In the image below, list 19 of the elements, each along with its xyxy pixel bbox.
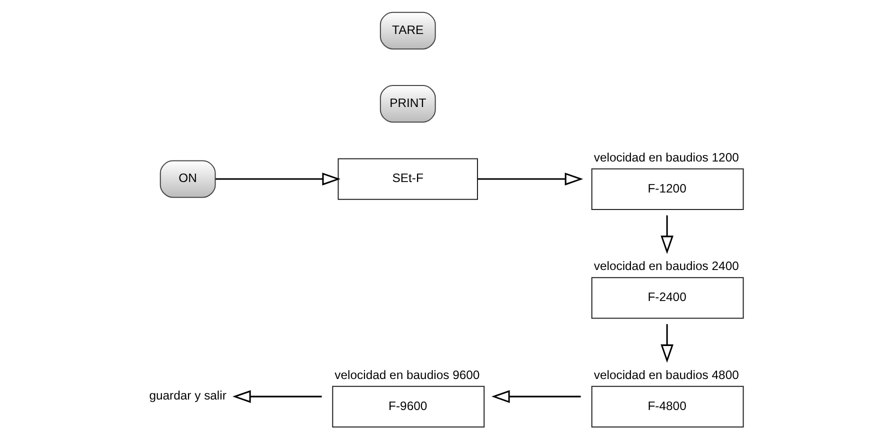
- node-box: PRINT: [380, 85, 436, 123]
- node-label: velocidad en baudios 4800: [594, 368, 739, 382]
- node-box: ON: [160, 160, 216, 198]
- arrow: [232, 390, 322, 403]
- node-box: TARE: [380, 12, 436, 50]
- node-box: SEt-F: [338, 158, 478, 200]
- node-box: F-9600: [332, 386, 485, 428]
- node-text: guardar y salir: [149, 388, 226, 403]
- arrow: [216, 172, 341, 186]
- arrow: [491, 390, 581, 403]
- node-box: F-2400: [591, 277, 744, 319]
- node-label: velocidad en baudios 9600: [334, 368, 480, 382]
- node-box: F-1200: [591, 168, 744, 210]
- arrow: [660, 215, 674, 254]
- node-label: velocidad en baudios 2400: [594, 259, 739, 274]
- arrow: [660, 324, 674, 363]
- node-label: velocidad en baudios 1200: [594, 150, 739, 164]
- node-box: F-4800: [591, 386, 744, 428]
- arrow: [478, 172, 584, 186]
